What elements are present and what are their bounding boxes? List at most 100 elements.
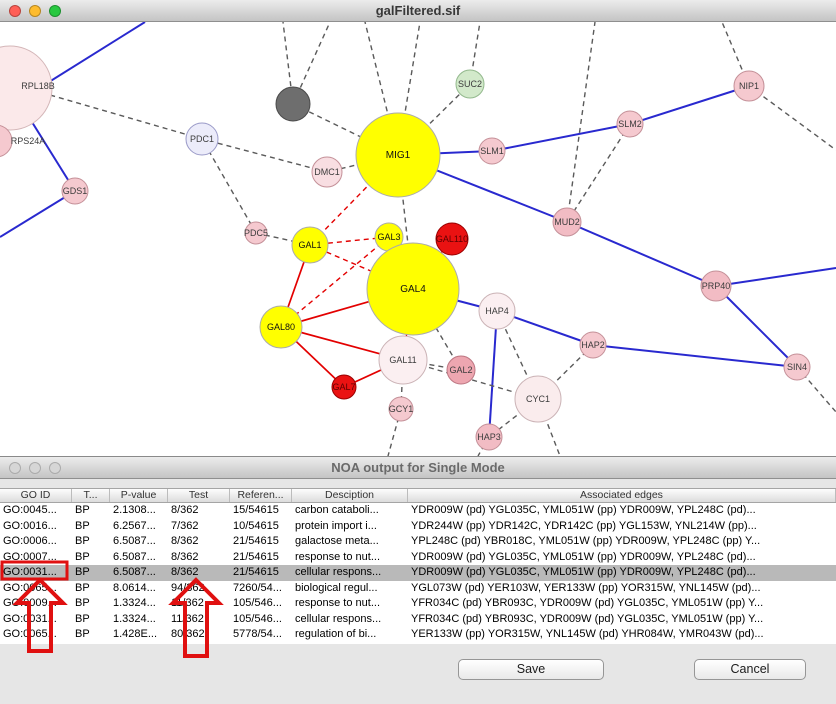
- network-edge[interactable]: [715, 267, 836, 287]
- network-node-gal11[interactable]: GAL11: [378, 335, 428, 385]
- network-node-cyc1[interactable]: CYC1: [514, 375, 562, 423]
- network-node-slm2[interactable]: SLM2: [616, 110, 644, 138]
- network-edge[interactable]: [748, 85, 836, 151]
- network-node-mig1[interactable]: MIG1: [355, 112, 441, 198]
- network-node-gal80[interactable]: GAL80: [259, 305, 303, 349]
- close-button-icon[interactable]: [9, 5, 21, 17]
- network-edge[interactable]: [488, 310, 498, 438]
- network-edge[interactable]: [566, 221, 717, 287]
- noa-window-titlebar[interactable]: NOA output for Single Mode: [0, 457, 836, 479]
- minimize-button-icon[interactable]: [29, 5, 41, 17]
- network-node-gal1[interactable]: GAL1: [291, 226, 329, 264]
- zoom-button-icon[interactable]: [49, 462, 61, 474]
- window-controls: [9, 5, 61, 17]
- network-edge[interactable]: [496, 310, 539, 400]
- network-node-pdc1[interactable]: PDC1: [185, 122, 219, 156]
- node-label: PRP40: [702, 281, 731, 291]
- cell-type: BP: [75, 628, 90, 640]
- network-edge[interactable]: [566, 123, 631, 223]
- network-node-gal110[interactable]: GAL110: [435, 222, 469, 256]
- node-label: MUD2: [554, 217, 580, 227]
- column-header-description[interactable]: Desciption: [292, 489, 408, 502]
- cell-type: BP: [75, 519, 90, 532]
- cell-type: BP: [75, 535, 90, 547]
- network-node-sin4[interactable]: SIN4: [783, 353, 811, 381]
- node-label: RPS24A: [11, 136, 46, 146]
- network-edge[interactable]: [280, 236, 390, 328]
- network-node-pdc5[interactable]: PDC5: [244, 221, 268, 245]
- network-node-slm1[interactable]: SLM1: [478, 137, 506, 165]
- cell-description: regulation of bi...: [295, 628, 377, 640]
- cell-reference: 21/54615: [233, 535, 279, 547]
- network-edge[interactable]: [397, 83, 471, 156]
- network-edge[interactable]: [292, 103, 399, 156]
- cell-go_id: GO:0065...: [3, 581, 57, 594]
- column-header-reference[interactable]: Referen...: [230, 489, 292, 502]
- network-edge[interactable]: [201, 138, 257, 234]
- network-node-dmc1[interactable]: DMC1: [311, 156, 343, 188]
- node-label: GAL2: [449, 365, 472, 375]
- column-header-associated_edges[interactable]: Associated edges: [408, 489, 836, 502]
- network-node-unlabeled[interactable]: [275, 86, 311, 122]
- cell-associated_edges: YER133W (pp) YOR315W, YNL145W (pd) YHR08…: [411, 628, 764, 640]
- cell-p_value: 6.5087...: [113, 535, 156, 547]
- cell-type: BP: [75, 504, 90, 516]
- network-node-suc2[interactable]: SUC2: [455, 69, 485, 99]
- minimize-button-icon[interactable]: [29, 462, 41, 474]
- node-label: GAL4: [400, 284, 426, 295]
- network-edge[interactable]: [412, 288, 462, 371]
- close-button-icon[interactable]: [9, 462, 21, 474]
- save-button[interactable]: Save: [458, 659, 604, 680]
- cancel-button[interactable]: Cancel: [694, 659, 806, 680]
- network-edge[interactable]: [491, 123, 631, 152]
- network-node-gds1[interactable]: GDS1: [61, 177, 89, 205]
- cell-p_value: 8.0614...: [113, 581, 156, 594]
- network-edge[interactable]: [292, 22, 331, 105]
- cell-description: cellular respons...: [295, 612, 382, 625]
- cell-reference: 10/54615: [233, 519, 279, 532]
- node-label: GAL110: [436, 234, 468, 244]
- cell-test: 8/362: [171, 535, 199, 547]
- network-node-hap2[interactable]: HAP2: [579, 331, 607, 359]
- network-edge[interactable]: [49, 94, 203, 140]
- network-node-nip1[interactable]: NIP1: [733, 70, 765, 102]
- network-edge[interactable]: [629, 85, 750, 125]
- column-header-type[interactable]: T...: [72, 489, 110, 502]
- network-edge[interactable]: [566, 22, 596, 223]
- network-edge[interactable]: [201, 138, 328, 173]
- network-edge[interactable]: [387, 408, 402, 456]
- network-node-rpl18b[interactable]: RPL18B: [0, 45, 55, 131]
- zoom-button-icon[interactable]: [49, 5, 61, 17]
- network-node-hap4[interactable]: HAP4: [478, 292, 516, 330]
- network-node-gal7[interactable]: GAL7: [331, 374, 357, 400]
- network-edge[interactable]: [0, 190, 76, 238]
- network-node-hap3[interactable]: HAP3: [475, 423, 503, 451]
- network-edge[interactable]: [592, 344, 798, 368]
- cell-go_id: GO:0065...: [3, 628, 57, 640]
- network-node-prp40[interactable]: PRP40: [700, 270, 732, 302]
- graph-window-titlebar[interactable]: galFiltered.sif: [0, 0, 836, 22]
- cell-go_id: GO:0006...: [3, 535, 57, 547]
- node-label: NIP1: [739, 81, 759, 91]
- network-edge[interactable]: [715, 285, 798, 368]
- cell-type: BP: [75, 597, 90, 609]
- network-node-rps24a[interactable]: RPS24A: [0, 124, 46, 158]
- network-node-gcy1[interactable]: GCY1: [388, 396, 414, 422]
- network-node-gal2[interactable]: GAL2: [446, 355, 476, 385]
- network-node-gal4[interactable]: GAL4: [366, 242, 460, 336]
- column-header-go_id[interactable]: GO ID: [0, 489, 72, 502]
- column-header-p_value[interactable]: P-value: [110, 489, 168, 502]
- network-node-mud2[interactable]: MUD2: [552, 207, 582, 237]
- column-header-test[interactable]: Test: [168, 489, 230, 502]
